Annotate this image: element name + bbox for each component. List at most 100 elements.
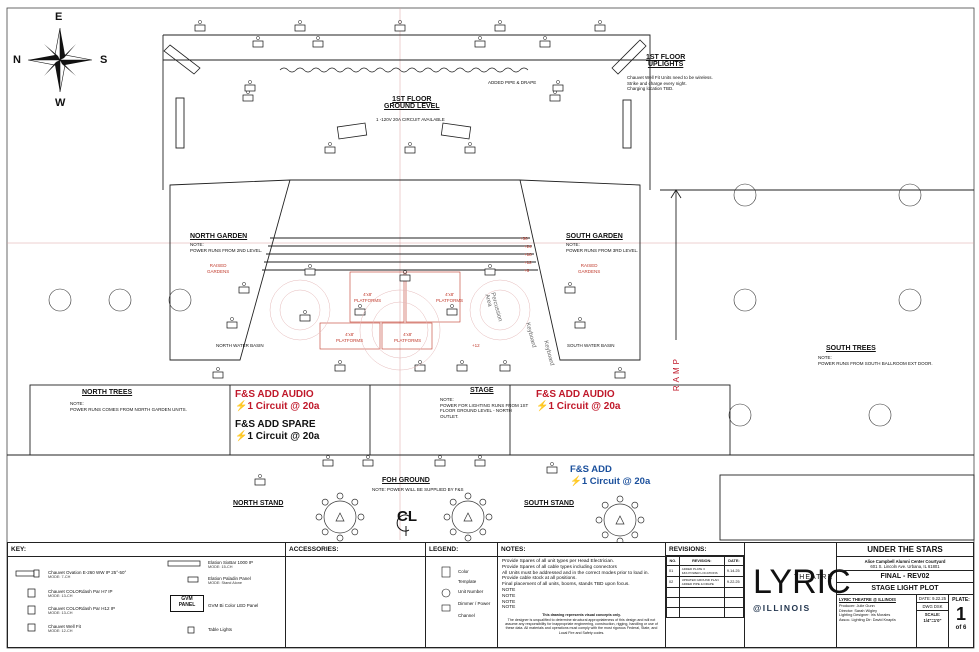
table-group <box>315 492 645 545</box>
note-line-4: Provide cable stock at all positions. <box>502 576 577 582</box>
lyric-illinois-text: @ILLINOIS <box>753 603 811 613</box>
rev-date: 9.14.25 <box>723 565 745 577</box>
accessories-heading: ACCESSORIES: <box>286 543 425 557</box>
tree-canopy <box>48 288 72 312</box>
key-wellfit-mode: MODE: 12-CH <box>48 629 73 633</box>
platform-label-2: 4'x8' PLATFORMS <box>436 292 464 303</box>
credits-block: LYRIC THEATRE @ ILLINOIS Producer: Julie… <box>837 595 917 647</box>
platform-label-4: 4'x8' PLATFORMS <box>394 332 422 343</box>
light-fixture <box>414 360 426 372</box>
plate-block: PLATE: 1 of 6 <box>949 595 973 647</box>
plus12-label: +12 <box>472 343 480 348</box>
notes-body: Provide Spares of all unit types per Hea… <box>498 557 665 613</box>
pipe-drape-label: ADDED PIPE & DRAPE <box>488 80 537 85</box>
rev-no: 02 <box>666 576 680 588</box>
note-line-1: Provide Spares of all unit types per Hea… <box>502 559 614 564</box>
compass-e: E <box>55 11 63 23</box>
fs-audio-left-circuit: ⚡1 Circuit @ 20a <box>235 401 320 412</box>
legend-dimmer-power: Dimmer / Power <box>458 601 491 606</box>
raised-gardens-north: RAISED GARDENS <box>207 263 230 274</box>
light-fixture <box>574 317 586 329</box>
credit-producer: Producer: Julie Gunn <box>839 604 875 608</box>
rev-row: 02 UPDATED GROUND PLAN ADDED PIPE & DRAP… <box>666 576 745 588</box>
round-table <box>443 492 493 542</box>
tree-canopy <box>108 288 132 312</box>
credits-list: Producer: Julie Gunn Director: Sarah Wig… <box>837 604 916 622</box>
light-fixture <box>564 282 576 294</box>
building-outline <box>7 34 975 541</box>
venue-name: Alice Campbell Alumni Center Courtyard <box>864 559 946 564</box>
light-fixture <box>434 455 446 467</box>
plate-number: 1 <box>955 604 966 624</box>
note-line-6: NOTE <box>502 587 516 593</box>
fs-audio-right-circuit-text: 1 Circuit @ 20a <box>548 401 621 412</box>
step-label-24: +24 <box>524 244 532 249</box>
key-sixbar-mode: MODE: 15-CH <box>208 565 233 569</box>
plate-label: PLATE: <box>952 597 970 603</box>
legend-unit-number: Unit Number <box>458 589 484 594</box>
light-fixture <box>324 142 336 154</box>
stage-note: NOTE: POWER FOR LIGHTING RUNS FROM 1ST F… <box>440 397 529 419</box>
key-h12-name: Chauvet COLORdash Par H12 IP <box>48 606 116 611</box>
light-fixture <box>494 20 506 32</box>
venue-address: 601 S. Lincoln Ave. Urbana, IL 61801 <box>870 564 940 569</box>
first-floor-ground-title: 1ST FLOOR GROUND LEVEL <box>384 96 440 110</box>
fs-add-audio-right: F&S ADD AUDIO <box>536 389 615 400</box>
info-section: UNDER THE STARS Alice Campbell Alumni Ce… <box>837 543 973 647</box>
first-floor-ground-note: 1 -120V 20A CIRCUIT AVAILABLE <box>376 117 445 122</box>
light-fixture <box>456 360 468 372</box>
key-ovation-name: Chauvet Ovation E-260 WW IP 25°-50° <box>48 570 127 575</box>
legend-symbol <box>441 566 451 612</box>
revisions-section: REVISIONS: NO. REVISION: DATE: 01 ADDED … <box>666 543 745 647</box>
south-water-basin: SOUTH WATER BASIN <box>567 343 615 348</box>
note-line-5: Final placement of all units, booms, sta… <box>502 582 630 588</box>
light-fixture <box>404 142 416 154</box>
legend-channel: Channel <box>458 613 475 618</box>
fs-audio-right-circuit: ⚡1 Circuit @ 20a <box>536 401 621 412</box>
step-label-18: +18 <box>524 252 532 257</box>
north-garden-title: NORTH GARDEN <box>190 233 248 240</box>
light-fixture <box>549 90 561 102</box>
date-row: DATE: 9.22.25 <box>917 595 948 603</box>
tree-canopy <box>898 288 922 312</box>
note-line-9: NOTE <box>502 605 516 611</box>
sheet-title: STAGE LIGHT PLOT <box>837 583 973 595</box>
centerline-mark <box>396 514 410 536</box>
fs-add-blue: F&S ADD <box>570 464 612 475</box>
south-trees-note: NOTE: POWER RUNS FROM SOUTH BALLROOM EXT… <box>818 355 933 366</box>
south-stand-title: SOUTH STAND <box>524 500 575 507</box>
key-h12-mode: MODE: 13-CH <box>48 611 73 615</box>
grid-lines <box>7 8 974 540</box>
north-trees-title: NORTH TREES <box>82 389 133 396</box>
light-fixture <box>244 80 256 92</box>
fs-spare-circuit-text: 1 Circuit @ 20a <box>247 431 320 442</box>
title-block: KEY: Chauvet Ovation E-260 WW IP 25°-50°… <box>7 542 974 648</box>
ramp-label: RAMP <box>672 356 681 392</box>
revisions-table: NO. REVISION: DATE: 01 ADDED PLATE 3 F&S… <box>666 555 745 618</box>
step-label-6: +6 <box>524 268 530 273</box>
stage-floor-pattern <box>269 279 531 371</box>
accessories-section: ACCESSORIES: <box>286 543 426 647</box>
date-value: 9.22.25 <box>932 596 947 601</box>
centerline-label: CL <box>397 508 417 525</box>
fs-add-audio-left: F&S ADD AUDIO <box>235 389 314 400</box>
tree-canopy <box>868 403 892 427</box>
key-sixbar-name: Elation SixBar 1000 IP <box>208 560 254 565</box>
step-label-12: +12 <box>524 260 532 265</box>
notes-disclaimer: This drawing represents visual concepts … <box>542 613 621 618</box>
north-water-basin: NORTH WATER BASIN <box>216 343 264 348</box>
note-line-8: NOTE <box>502 599 516 605</box>
logo-section: LYRIC THEATRE @ILLINOIS <box>745 543 851 647</box>
tree-canopy <box>733 288 757 312</box>
compass-s: S <box>100 54 108 66</box>
platform-label-3: 4'x8' PLATFORMS <box>336 332 364 343</box>
wellfit-symbol <box>27 623 36 632</box>
light-fixture <box>226 317 238 329</box>
compass-w: W <box>55 97 66 109</box>
